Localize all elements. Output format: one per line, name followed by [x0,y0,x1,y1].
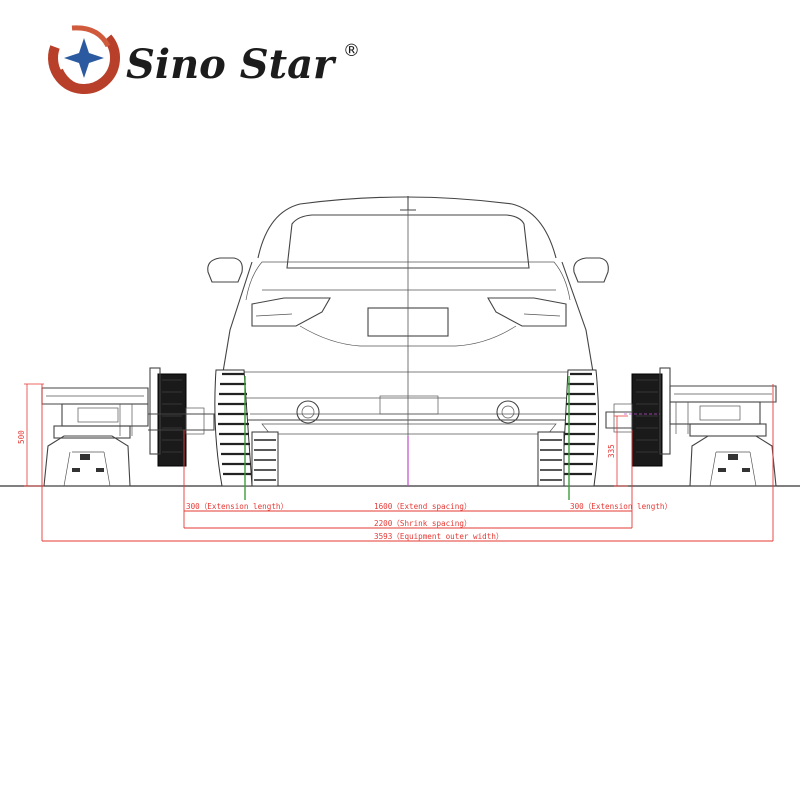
left-height-label: 500 [17,430,26,444]
shrink-spacing-label: 2200（Shrink spacing） [374,519,471,528]
right-height-label: 335 [607,444,616,458]
logo-star-icon [64,38,104,78]
right-extension-label: 300（Extension length） [570,502,672,511]
left-rear-tire [214,369,279,487]
left-extension-label: 300（Extension length） [186,502,288,511]
outer-width-label: 3593（Equipment outer width） [374,532,503,541]
left-target-disc [157,373,187,467]
right-height-dimension: 335 [607,413,660,487]
left-height-dimension: 500 [17,383,44,487]
brand-logo: Sino Star ® [48,22,360,94]
right-rear-tire [537,369,600,487]
brand-name: Sino Star [126,41,337,88]
width-dimensions [41,384,774,542]
extend-spacing-label: 1600（Extend spacing） [374,502,471,511]
right-target-disc [631,373,663,467]
left-aligner-unit [41,367,215,487]
logo-swirl-icon [48,22,120,94]
right-aligner-unit [605,367,777,487]
registered-mark: ® [343,41,360,61]
